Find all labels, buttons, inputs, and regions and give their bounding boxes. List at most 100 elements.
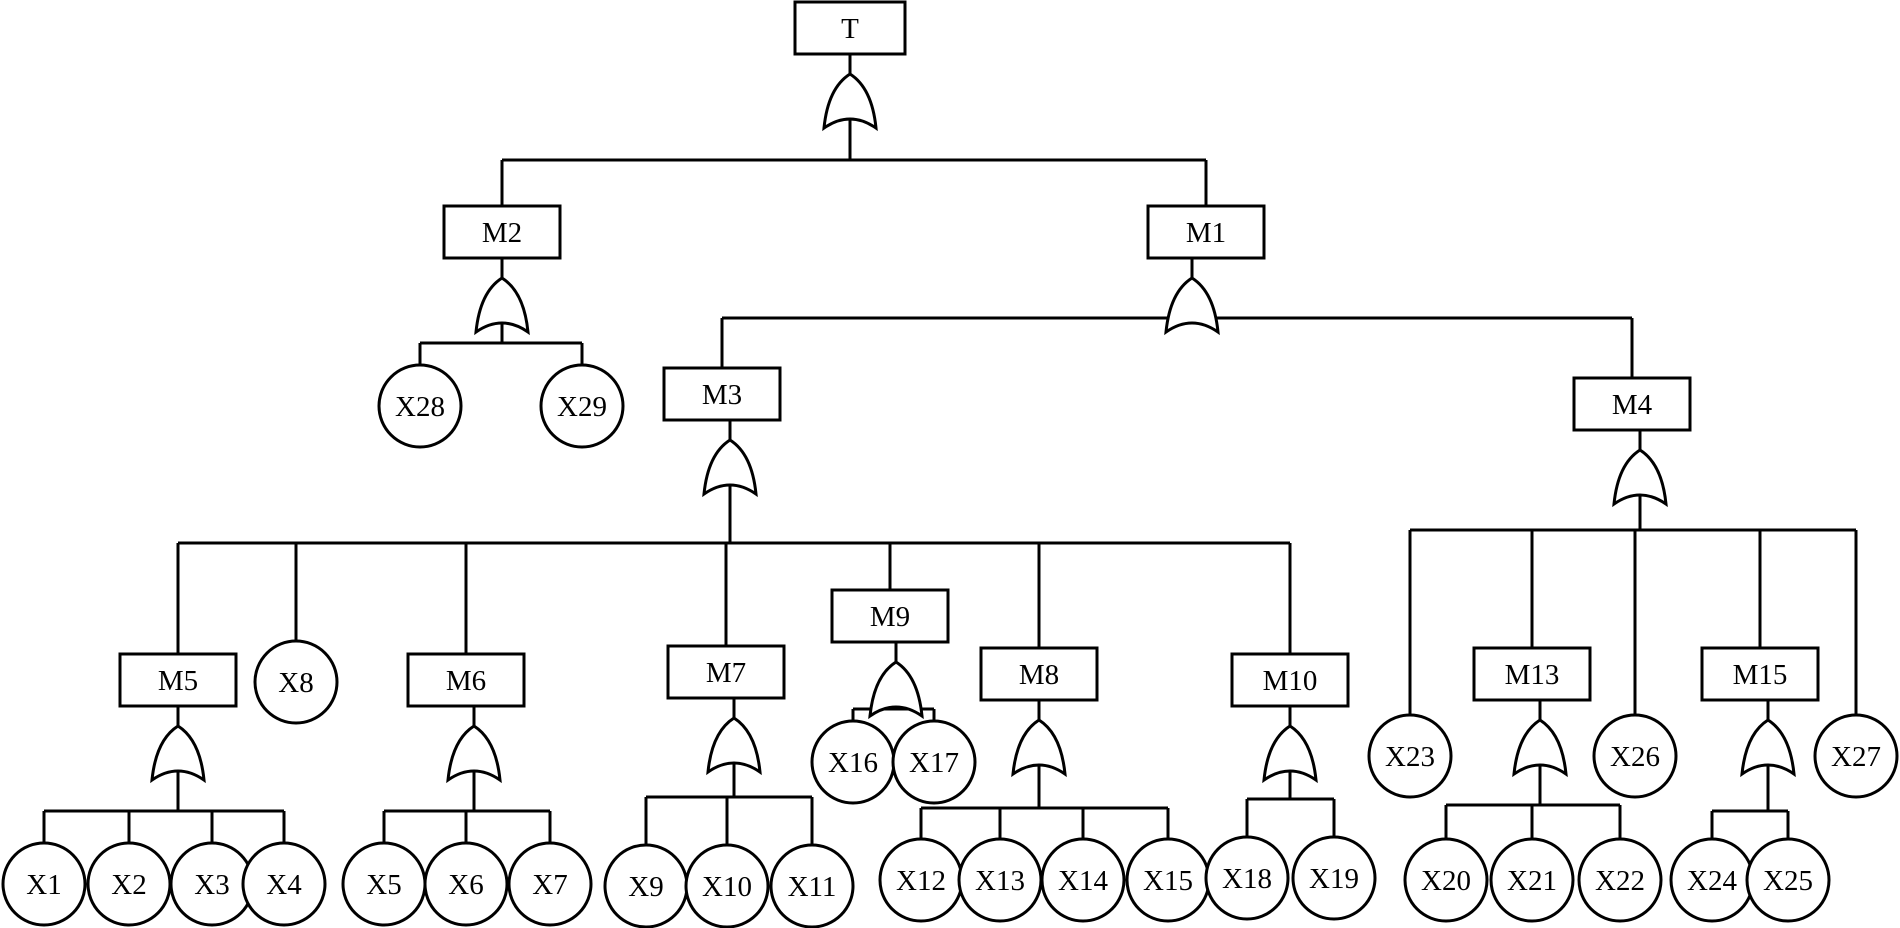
or-gate-m15 [1740, 718, 1796, 778]
event-label: M10 [1263, 665, 1318, 697]
or-gate-m9 [868, 660, 924, 720]
event-box-t: T [793, 0, 907, 56]
event-label: X28 [395, 391, 445, 423]
event-label: M7 [706, 657, 746, 689]
event-box-m6: M6 [406, 652, 526, 708]
event-label: X20 [1421, 865, 1471, 897]
basic-event-x13: X13 [957, 837, 1043, 923]
basic-event-x7: X7 [507, 841, 593, 927]
event-label: M15 [1733, 659, 1788, 691]
or-gate-m3 [702, 438, 758, 498]
event-rect [830, 588, 950, 644]
or-gate-m13 [1512, 718, 1568, 778]
basic-event-circle [1403, 837, 1489, 923]
event-box-m3: M3 [662, 366, 782, 422]
event-rect [1700, 646, 1820, 702]
basic-event-x18: X18 [1204, 835, 1290, 921]
event-label: X25 [1763, 865, 1813, 897]
event-label: X21 [1507, 865, 1557, 897]
event-label: M13 [1505, 659, 1560, 691]
event-box-m5: M5 [118, 652, 238, 708]
or-gate-m1 [1164, 276, 1220, 336]
event-box-m8: M8 [979, 646, 1099, 702]
basic-event-circle [1291, 835, 1377, 921]
event-label: X15 [1143, 865, 1193, 897]
basic-event-circle [769, 843, 855, 928]
basic-event-circle [539, 363, 625, 449]
basic-event-circle [1040, 837, 1126, 923]
basic-event-circle [253, 639, 339, 725]
event-rect [118, 652, 238, 708]
event-rect [406, 652, 526, 708]
or-gate-m8 [1011, 718, 1067, 778]
basic-event-circle [891, 719, 977, 805]
event-rect [1146, 204, 1266, 260]
basic-event-circle [1, 841, 87, 927]
event-label: M9 [870, 601, 910, 633]
basic-event-x15: X15 [1125, 837, 1211, 923]
event-label: M6 [446, 665, 486, 697]
event-rect [442, 204, 562, 260]
event-box-m7: M7 [666, 644, 786, 700]
or-gate-m10 [1262, 724, 1318, 784]
event-label: X22 [1595, 865, 1645, 897]
event-box-m13: M13 [1472, 646, 1592, 702]
basic-event-x4: X4 [241, 841, 327, 927]
event-label: M5 [158, 665, 198, 697]
basic-event-x2: X2 [86, 841, 172, 927]
basic-event-x6: X6 [423, 841, 509, 927]
basic-event-x8: X8 [253, 639, 339, 725]
event-label: X27 [1831, 741, 1881, 773]
basic-event-x1: X1 [1, 841, 87, 927]
basic-event-x19: X19 [1291, 835, 1377, 921]
basic-event-circle [684, 843, 770, 928]
event-rect [1472, 646, 1592, 702]
event-box-m10: M10 [1230, 652, 1350, 708]
event-label: X29 [557, 391, 607, 423]
basic-event-x5: X5 [341, 841, 427, 927]
basic-event-circle [1745, 837, 1831, 923]
event-label: X26 [1610, 741, 1660, 773]
event-label: X6 [448, 869, 483, 901]
event-label: X12 [896, 865, 946, 897]
event-label: T [841, 13, 859, 45]
basic-event-circle [423, 841, 509, 927]
basic-event-circle [1813, 713, 1899, 799]
event-box-m9: M9 [830, 588, 950, 644]
basic-event-x28: X28 [377, 363, 463, 449]
basic-event-x25: X25 [1745, 837, 1831, 923]
or-gate-m6 [446, 724, 502, 784]
event-rect [979, 646, 1099, 702]
event-label: X24 [1687, 865, 1737, 897]
event-rect [1572, 376, 1692, 432]
basic-event-x29: X29 [539, 363, 625, 449]
event-label: X2 [111, 869, 146, 901]
event-label: X11 [788, 871, 837, 903]
or-gate-m7 [706, 716, 762, 776]
event-rect [793, 0, 907, 56]
basic-event-circle [1204, 835, 1290, 921]
event-label: X13 [975, 865, 1025, 897]
event-rect [666, 644, 786, 700]
basic-event-x20: X20 [1403, 837, 1489, 923]
basic-event-x26: X26 [1592, 713, 1678, 799]
basic-event-x12: X12 [878, 837, 964, 923]
basic-event-x16: X16 [810, 719, 896, 805]
basic-event-circle [1367, 713, 1453, 799]
event-label: X9 [628, 871, 663, 903]
event-box-m1: M1 [1146, 204, 1266, 260]
event-box-m2: M2 [442, 204, 562, 260]
event-label: X4 [266, 869, 302, 901]
event-label: X10 [702, 871, 752, 903]
event-label: M3 [702, 379, 742, 411]
event-label: X1 [26, 869, 61, 901]
or-gate-m2 [474, 276, 530, 336]
event-rect [1230, 652, 1350, 708]
basic-event-x24: X24 [1669, 837, 1755, 923]
event-label: M1 [1186, 217, 1226, 249]
event-label: M4 [1612, 389, 1653, 421]
basic-event-x10: X10 [684, 843, 770, 928]
or-gate-m4 [1612, 448, 1668, 508]
